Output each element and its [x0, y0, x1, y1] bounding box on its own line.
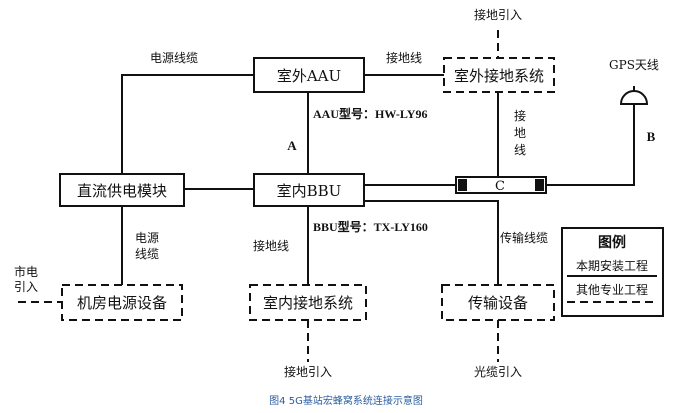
bbu-label: 室内BBU	[277, 182, 342, 200]
link-a-label: A	[287, 138, 297, 153]
legend: 图例 本期安装工程 其他专业工程	[561, 227, 664, 317]
transmission-box	[441, 284, 555, 321]
power-cable-line-top	[121, 74, 254, 179]
room-power-box	[61, 284, 183, 321]
dc-power-label: 直流供电模块	[77, 182, 167, 200]
c-device-label: C	[495, 179, 505, 194]
fiber-intro-label: 光缆引入	[474, 365, 522, 379]
aau-label: 室外AAU	[277, 67, 341, 85]
legend-item-current: 本期安装工程	[576, 258, 648, 273]
c-device: C	[455, 176, 547, 194]
dc-power-box	[59, 173, 185, 207]
room-power-label: 机房电源设备	[77, 294, 167, 312]
ground-wire-vertical-2: 地	[514, 126, 526, 140]
aau-model-label: AAU型号：HW-LY96	[313, 106, 427, 121]
outdoor-ground-label: 室外接地系统	[454, 67, 544, 85]
outdoor-ground-box	[443, 57, 555, 93]
solid-boxes	[59, 57, 365, 207]
bbu-model-label: BBU型号：TX-LY160	[313, 219, 428, 234]
power-cable-left-label-1: 电源	[135, 231, 159, 245]
mains-intro-label-1: 市电	[14, 264, 38, 279]
ground-wire-vertical-1: 接	[514, 108, 526, 123]
mains-intro-label-2: 引入	[14, 280, 38, 294]
dashed-connections	[18, 30, 499, 362]
indoor-ground-box	[249, 284, 367, 321]
aau-box	[253, 57, 365, 93]
legend-item-other: 其他专业工程	[576, 282, 648, 297]
ground-intro-bottom-label: 接地引入	[284, 364, 332, 379]
bbu-box	[253, 173, 365, 207]
transmission-cable-label: 传输线缆	[500, 230, 548, 245]
figure-caption: 图4 5G基站宏蜂窝系统连接示意图	[269, 394, 423, 407]
legend-title: 图例	[598, 234, 626, 251]
gps-antenna-label: GPS天线	[609, 58, 659, 72]
link-b-line	[546, 104, 635, 186]
ground-wire-vertical-3: 线	[514, 143, 526, 157]
transmission-label: 传输设备	[468, 294, 528, 312]
indoor-ground-label: 室内接地系统	[263, 294, 353, 312]
solid-connections	[121, 74, 635, 285]
ground-wire-bottom-label: 接地线	[253, 238, 289, 253]
ground-wire-top-label: 接地线	[386, 50, 422, 65]
dashed-boxes	[61, 57, 555, 321]
link-b-label: B	[647, 129, 656, 144]
power-cable-left-label-2: 线缆	[135, 247, 159, 261]
power-cable-top-label: 电源线缆	[150, 51, 198, 65]
gps-antenna-icon	[619, 86, 649, 105]
transmission-cable-line	[364, 200, 499, 285]
ground-intro-top-label: 接地引入	[474, 7, 522, 22]
